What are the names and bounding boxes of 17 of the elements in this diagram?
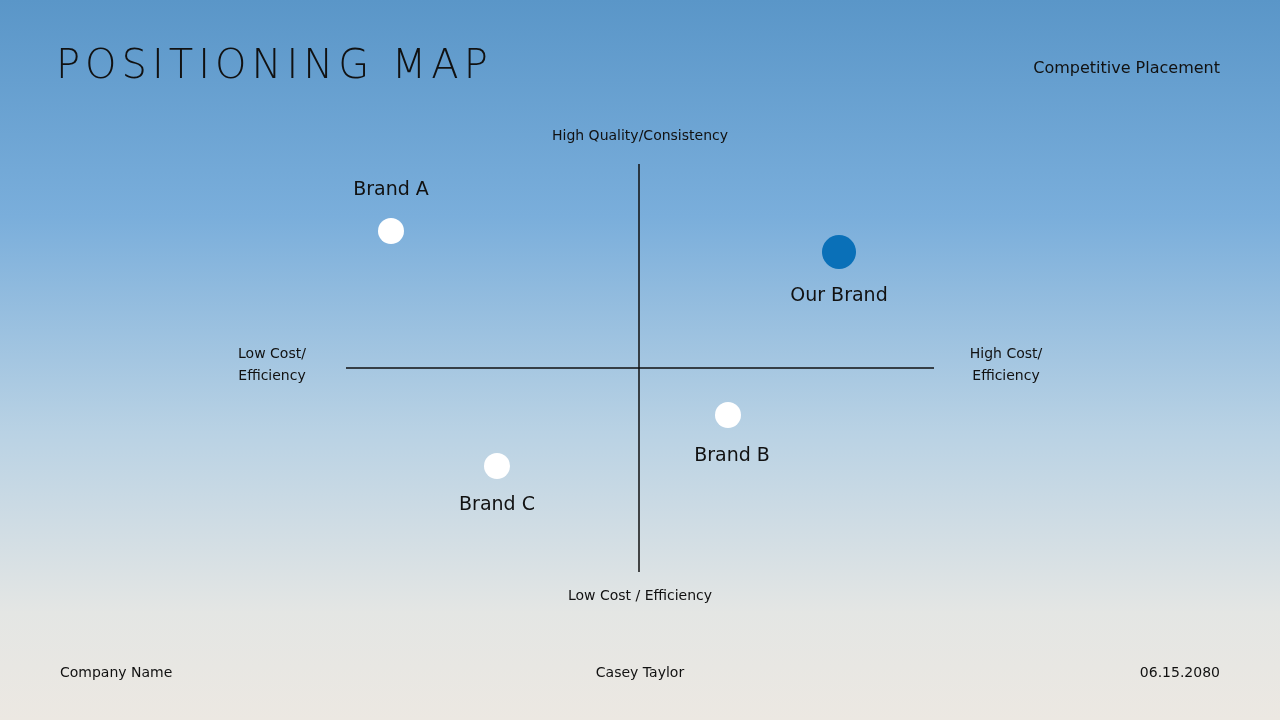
marker-dot xyxy=(378,218,404,244)
marker-dot xyxy=(822,235,856,269)
footer-text: Company Name xyxy=(60,663,174,682)
footer-text: Casey Taylor xyxy=(594,663,686,682)
title: POSITIONING MAP xyxy=(56,44,493,84)
marker-dot xyxy=(715,402,741,428)
point-label: Brand C xyxy=(458,491,536,516)
axis-label: High Cost/ Efficiency xyxy=(968,344,1044,385)
marker-dot xyxy=(484,453,510,479)
axis-label: Low Cost / Efficiency xyxy=(566,586,714,605)
point-label: Brand B xyxy=(693,442,771,467)
point-label: Brand A xyxy=(352,176,430,201)
axis-label: Low Cost/ Efficiency xyxy=(237,344,307,385)
subtitle: Competitive Placement xyxy=(1032,57,1220,79)
point-label: Our Brand xyxy=(789,282,889,307)
footer-text: 06.15.2080 xyxy=(1138,663,1220,682)
axis-label: High Quality/Consistency xyxy=(551,126,729,145)
